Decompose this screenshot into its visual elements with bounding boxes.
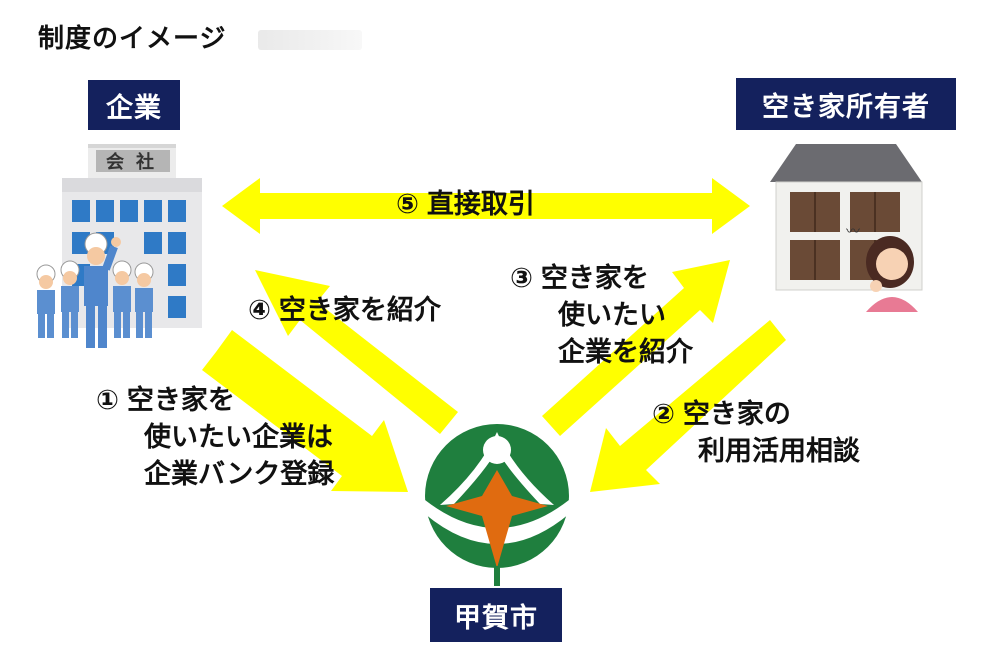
arrow-step1-company-to-city (202, 330, 408, 492)
step2-number: ② (652, 399, 675, 430)
company-sign-char-1: 会 (106, 151, 124, 173)
company-label: 企業 (88, 80, 180, 130)
step4-number: ④ (248, 295, 271, 326)
page-title: 制度のイメージ (38, 24, 227, 54)
step3-line3: 企業を紹介 (558, 337, 693, 368)
step2-line1: 空き家の (682, 399, 791, 430)
koka-city-logo (425, 424, 569, 586)
koka-city-label: 甲賀市 (430, 588, 562, 642)
step5-number: ⑤ (396, 189, 419, 220)
title-blur-decoration (258, 30, 362, 50)
step3-line1: 空き家を (540, 263, 649, 294)
arrow-step5-direct-trade (222, 178, 750, 234)
workers-group (36, 232, 154, 348)
arrow-step4-city-to-company (255, 270, 458, 434)
arrow-step3-city-to-owner (542, 260, 730, 436)
vacant-house-owner-label: 空き家所有者 (736, 78, 956, 130)
step4-line1: 空き家を紹介 (278, 295, 441, 326)
step1-number: ① (96, 385, 119, 416)
sigh-icon: 〰 (846, 224, 860, 240)
step3-number: ③ (510, 263, 533, 294)
step1-line1: 空き家を (126, 385, 235, 416)
company-building-illustration: 会 社 (36, 144, 202, 348)
step1-line3: 企業バンク登録 (144, 459, 335, 490)
step3-line2: 使いたい (558, 300, 666, 331)
step5-line1: 直接取引 (426, 189, 535, 220)
step2-line2: 利用活用相談 (698, 436, 860, 467)
arrow-step2-owner-to-city (590, 320, 786, 492)
company-sign-plate (96, 150, 170, 172)
vacant-house-illustration: 〰 (770, 144, 923, 312)
worried-woman (866, 236, 918, 312)
company-sign-char-2: 社 (136, 151, 154, 173)
step1-line2: 使いたい企業は (144, 422, 333, 453)
